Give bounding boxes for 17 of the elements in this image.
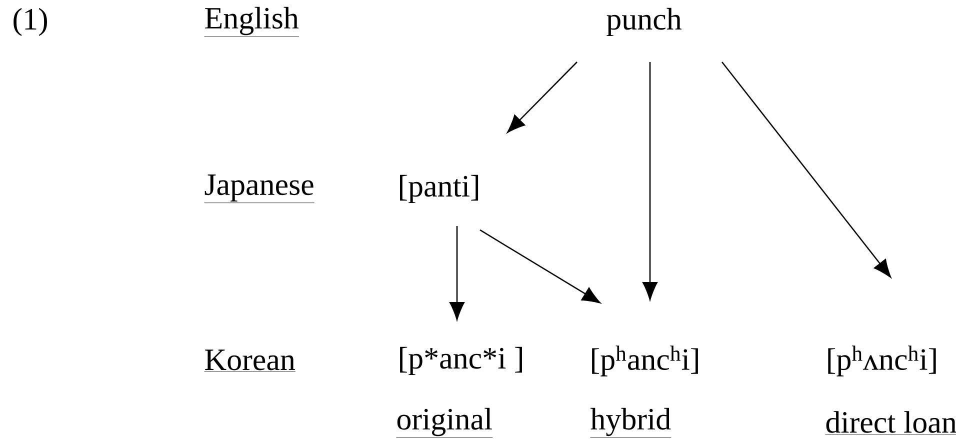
example-number: (1) bbox=[14, 8, 47, 36]
transcription: punch bbox=[606, 8, 682, 36]
transcription: [p$^{h}$anc$^{h}$i] bbox=[592, 346, 698, 376]
underlined-label: English bbox=[204, 6, 300, 37]
transcription: [p$^{h}$ʌnc$^{h}$i] bbox=[828, 346, 936, 376]
arrow bbox=[507, 62, 578, 133]
underlined-label: direct loan bbox=[825, 411, 956, 434]
underlined-label: Korean bbox=[204, 350, 296, 372]
arrow bbox=[450, 226, 464, 320]
underlined-label: Japanese bbox=[204, 174, 315, 204]
transcription: [p*anc*i ] bbox=[400, 346, 522, 376]
underlined-label: original bbox=[396, 408, 493, 438]
arrow bbox=[721, 62, 892, 278]
transcription: [panti] bbox=[400, 174, 478, 204]
arrow bbox=[480, 229, 600, 304]
arrow bbox=[642, 62, 658, 300]
underlined-label: hybrid bbox=[590, 408, 672, 438]
